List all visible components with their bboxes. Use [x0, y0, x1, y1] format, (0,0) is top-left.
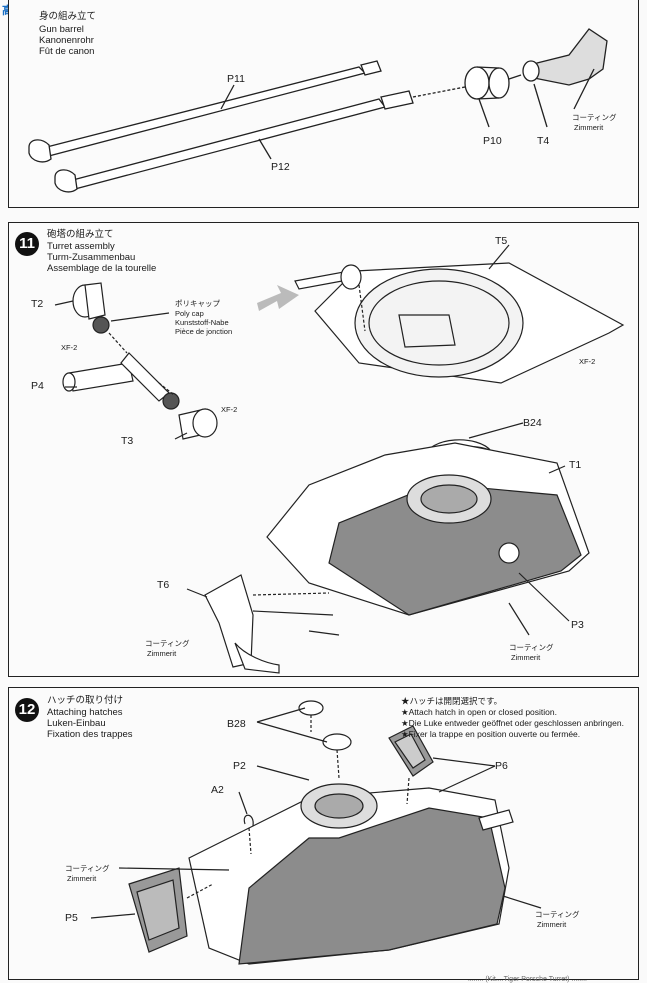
part-label-p5: P5	[65, 912, 78, 924]
zimmerit-jp-label-left: コーティング	[145, 639, 190, 648]
zimmerit-label-right: Zimmerit	[511, 653, 541, 662]
polycap-de-label: Kunststoff-Nabe	[175, 318, 229, 327]
part-label-t1: T1	[569, 459, 582, 471]
step-10-title-fr: Fût de canon	[39, 46, 95, 57]
step-10-panel: 身の組み立て Gun barrel Kanonenrohr Fût de can…	[8, 0, 639, 208]
xf2-label-b: XF-2	[221, 405, 238, 414]
part-label-p6: P6	[495, 760, 508, 772]
part-label-t3: T3	[121, 435, 134, 447]
gun-barrel-diagram	[28, 28, 608, 193]
polycap-en-label: Poly cap	[175, 309, 204, 318]
zimmerit-jp-label-left: コーティング	[65, 864, 110, 873]
step-11-title-de: Turm-Zusammenbau	[47, 252, 136, 263]
step-11-panel: 11 砲塔の組み立て Turret assembly Turm-Zusammen…	[8, 222, 639, 677]
zimmerit-label-left: Zimmerit	[67, 874, 97, 883]
page-footer: ........ (Kit....Tiger Porsche Turret) .…	[467, 976, 587, 983]
zimmerit-label-left: Zimmerit	[147, 649, 177, 658]
zimmerit-jp-label: コーティング	[572, 113, 617, 122]
part-label-b28: B28	[227, 718, 246, 730]
step-11-title-fr: Assemblage de la tourelle	[47, 263, 157, 274]
step-12-title-en: Attaching hatches	[47, 707, 123, 718]
step-11-title-jp: 砲塔の組み立て	[47, 229, 114, 240]
step-10-title-en: Gun barrel	[39, 24, 84, 35]
step-12-title-de: Luken-Einbau	[47, 718, 106, 729]
part-label-a2: A2	[211, 784, 224, 796]
zimmerit-label: Zimmerit	[574, 123, 604, 132]
part-label-p2: P2	[233, 760, 246, 772]
part-label-t2: T2	[31, 298, 44, 310]
polycap-fr-label: Pièce de jonction	[175, 327, 233, 336]
xf2-label-c: XF-2	[579, 357, 596, 366]
turret-assembly-diagram	[54, 244, 625, 674]
part-label-t4: T4	[537, 135, 550, 147]
zimmerit-jp-label-right: コーティング	[509, 643, 554, 652]
step-10-title-jp: 身の組み立て	[39, 11, 97, 22]
hatch-note-en: ★Attach hatch in open or closed position…	[401, 707, 557, 717]
zimmerit-label-right: Zimmerit	[537, 920, 567, 929]
step-10-title-de: Kanonenrohr	[39, 35, 94, 46]
step-12-number: 12	[15, 698, 39, 722]
hatch-note-de: ★Die Luke entweder geöffnet oder geschlo…	[401, 718, 624, 728]
zimmerit-jp-label-right: コーティング	[535, 910, 580, 919]
xf2-label-a: XF-2	[61, 343, 78, 352]
hatch-note-jp: ★ハッチは開閉選択です。	[401, 696, 503, 706]
part-label-p3: P3	[571, 619, 584, 631]
step-11-title-en: Turret assembly	[47, 241, 115, 252]
part-label-t6: T6	[157, 579, 170, 591]
part-label-p4: P4	[31, 380, 44, 392]
hatch-note-fr: ★Fixer la trappe en position ouverte ou …	[401, 729, 581, 739]
hatch-attach-diagram	[90, 700, 542, 965]
part-label-p11: P11	[227, 73, 245, 85]
part-label-p10: P10	[483, 135, 502, 147]
step-11-number: 11	[15, 232, 39, 256]
step-12-title-jp: ハッチの取り付け	[47, 695, 124, 706]
part-label-t5: T5	[495, 235, 508, 247]
polycap-jp-label: ポリキャップ	[175, 299, 220, 308]
step-12-panel: 12 ハッチの取り付け Attaching hatches Luken-Einb…	[8, 687, 639, 980]
part-label-p12: P12	[271, 161, 290, 173]
part-label-b24: B24	[523, 417, 542, 429]
step-12-title-fr: Fixation des trappes	[47, 729, 133, 740]
